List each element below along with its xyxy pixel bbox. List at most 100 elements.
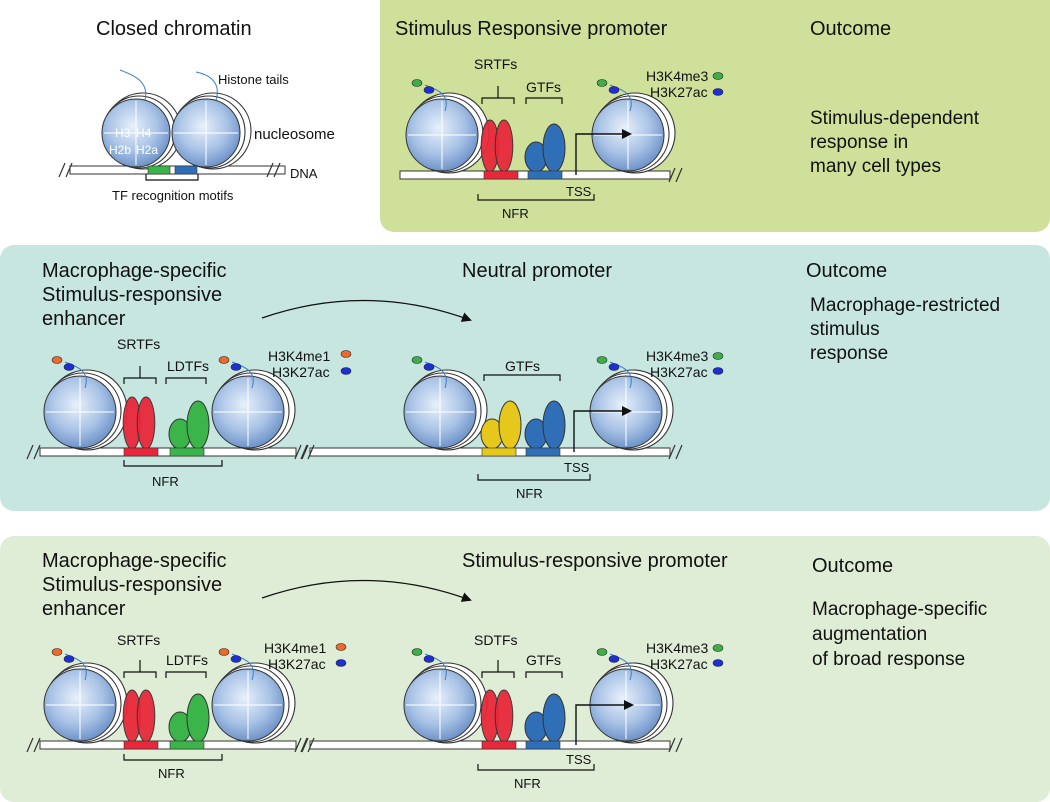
- mid-enh-nucleosome-1-cross: [46, 378, 114, 446]
- bot-prom-h3k27ac-label: H3K27ac: [650, 656, 708, 672]
- top-nuc1-tail: [424, 84, 447, 112]
- top-nfr-bracket: [477, 194, 595, 201]
- bot-srtfs-label: SRTFs: [117, 632, 161, 648]
- mid-outcome-title: Outcome: [806, 260, 888, 282]
- closed-nucleosome-2-cross: [174, 101, 238, 165]
- top-legend-h3k27ac-dot: [712, 88, 724, 96]
- bot-gtfs-label: GTFs: [526, 652, 561, 668]
- bot-enh-nfr-bracket: [123, 754, 223, 761]
- bot-legend-enh-h3k27ac-dot: [335, 659, 347, 667]
- top-nuc2-mark-0: [596, 79, 608, 87]
- bot-prom-dna-break-left: [300, 737, 315, 753]
- mid-prom-nuc1-mark-0: [411, 356, 423, 364]
- mid-prom-dna-break-right: [668, 444, 683, 460]
- histone-tails-label: Histone tails: [218, 72, 289, 87]
- mid-outcome-line-2: stimulus: [810, 319, 880, 340]
- mid-prom-nuc2-mark-1: [608, 363, 620, 371]
- bot-motif-blue-prom: [525, 740, 561, 750]
- mid-prom-h3k27ac-label: H3K27ac: [650, 364, 708, 380]
- bot-enhancer-line-3: enhancer: [42, 598, 126, 620]
- top-nuc1-mark-0: [411, 79, 423, 87]
- mid-prom-dna-break-left: [300, 444, 315, 460]
- mid-ldtf-large: [186, 400, 210, 450]
- mid-outcome-line-1: Macrophage-restricted: [810, 295, 1001, 316]
- top-nucleosome-1-cross: [408, 101, 476, 169]
- top-srtfs-bracket: [481, 86, 515, 104]
- top-gtfs-label: GTFs: [526, 79, 561, 95]
- mid-enhancer-line-1: Macrophage-specific: [42, 260, 227, 282]
- mid-legend-h3k4me1-dot: [340, 350, 352, 358]
- mid-motif-red: [123, 447, 159, 457]
- mid-enh-nuc1-tail: [64, 361, 87, 389]
- bot-outcome-line-2: augmentation: [812, 624, 928, 645]
- bot-gtfs-bracket: [525, 671, 563, 678]
- closed-dna-break-left: [58, 162, 73, 178]
- mid-prom-nuc1-mark-1: [423, 363, 435, 371]
- mid-tss-label: TSS: [564, 460, 590, 475]
- bot-legend-prom-h3k27ac-dot: [712, 659, 724, 667]
- mid-enh-nuc2-mark-0: [218, 356, 230, 364]
- bot-sdtf-right: [494, 689, 514, 743]
- bot-enh-nucleosome-2-cross: [214, 671, 282, 739]
- mid-enh-dna-break-right: [294, 444, 309, 460]
- top-outcome-line-2: response in: [810, 132, 909, 153]
- bot-srtfs-bracket: [123, 660, 157, 678]
- mid-gtfs-label: GTFs: [505, 358, 540, 374]
- mid-enh-nuc2-tail: [231, 361, 254, 389]
- top-gtf-large: [542, 123, 566, 173]
- closed-tail-1: [119, 69, 147, 101]
- bot-enhancer-line-2: Stimulus-responsive: [42, 574, 223, 596]
- bot-prom-nuc2-mark-1: [608, 655, 620, 663]
- mid-enh-dna-break-left: [26, 444, 41, 460]
- bot-prom-nuc1-tail: [424, 653, 447, 681]
- bot-prom-nuc2-tail: [609, 653, 632, 681]
- bot-enh-h3k27ac-label: H3K27ac: [268, 656, 326, 672]
- bot-enh-dna: [39, 740, 297, 750]
- nucleosome-label: nucleosome: [254, 126, 335, 143]
- bot-outcome-line-1: Macrophage-specific: [812, 599, 988, 620]
- mid-enh-dna: [39, 447, 297, 457]
- mid-enhancer-line-3: enhancer: [42, 308, 126, 330]
- bot-prom-dna-break-right: [668, 737, 683, 753]
- mid-enh-nfr-bracket: [123, 460, 223, 467]
- histone-h2b-label: H2b: [109, 143, 132, 157]
- mid-motif-blue: [525, 447, 561, 457]
- mid-neutral-tf-large: [498, 400, 522, 450]
- histone-h4-label: H4: [136, 126, 152, 140]
- top-srtfs-label: SRTFs: [474, 56, 518, 72]
- mid-enh-nuc1-mark-0: [51, 356, 63, 364]
- bot-motif-green: [169, 740, 205, 750]
- bot-enhancer-to-promoter-arrow: [261, 579, 472, 602]
- mid-enh-nuc2-mark-1: [230, 363, 242, 371]
- bot-enh-nuc2-tail: [231, 653, 254, 681]
- histone-h3-label: H3: [115, 126, 131, 140]
- mid-legend-enh-h3k27ac-dot: [340, 367, 352, 375]
- mid-enh-h3k27ac-label: H3K27ac: [272, 364, 330, 380]
- bot-enh-nuc2-mark-1: [230, 655, 242, 663]
- top-nuc1-mark-1: [423, 86, 435, 94]
- closed-motif-bracket: [145, 174, 199, 181]
- mid-tss-arrow: [573, 406, 632, 452]
- mid-enh-nfr-label: NFR: [152, 474, 179, 489]
- bot-enh-dna-break-left: [26, 737, 41, 753]
- stimulus-responsive-promoter-panel: [380, 0, 1050, 232]
- bot-enh-nuc1-mark-1: [63, 655, 75, 663]
- mid-enhancer-to-promoter-arrow: [261, 299, 472, 322]
- bot-prom-nfr-bracket: [477, 764, 595, 771]
- top-motif-red: [483, 170, 519, 180]
- tf-recognition-motifs-label: TF recognition motifs: [112, 188, 234, 203]
- bot-sdtfs-bracket: [481, 660, 515, 678]
- mid-srtf-right: [136, 396, 156, 450]
- mid-ldtfs-label: LDTFs: [167, 358, 209, 374]
- mid-prom-h3k4me3-label: H3K4me3: [646, 348, 709, 364]
- bot-motif-red-prom: [481, 740, 517, 750]
- top-dna-break: [668, 167, 683, 183]
- bot-ldtfs-label: LDTFs: [166, 652, 208, 668]
- bot-srtf-right: [136, 689, 156, 743]
- bot-prom-h3k4me3-label: H3K4me3: [646, 640, 709, 656]
- mid-prom-nfr-label: NFR: [516, 486, 543, 501]
- mid-srtfs-bracket: [123, 366, 157, 384]
- dna-label: DNA: [290, 166, 318, 181]
- bot-enh-nuc1-tail: [64, 653, 87, 681]
